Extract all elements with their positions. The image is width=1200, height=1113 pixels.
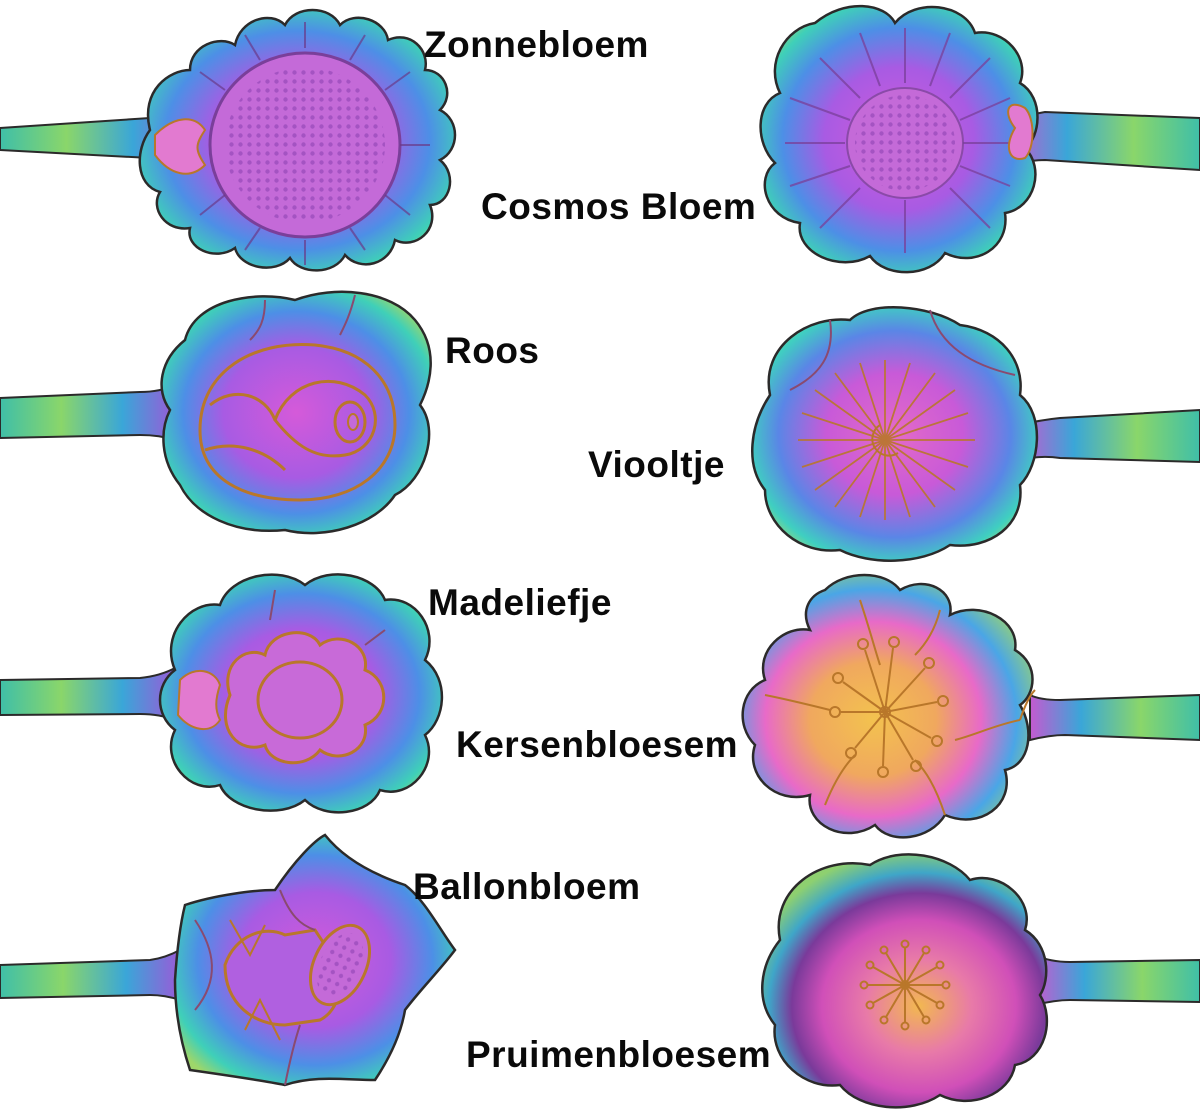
label-ballonbloem: Ballonbloem (413, 866, 641, 907)
label-pruimenbloesem: Pruimenbloesem (466, 1034, 772, 1075)
label-madeliefje: Madeliefje (428, 582, 612, 623)
label-viooltje: Viooltje (588, 444, 725, 485)
spoon-madeliefje (0, 573, 444, 814)
label-kersenbloesem: Kersenbloesem (456, 724, 739, 765)
spoon-zonnebloem (0, 8, 457, 272)
spoon-pruimenbloesem (761, 853, 1200, 1109)
spoon-kersenbloesem (741, 573, 1200, 839)
spoon-viooltje (751, 306, 1200, 562)
spoon-roos (0, 290, 432, 535)
spoon-ballonbloem (0, 833, 457, 1087)
label-cosmos-bloem: Cosmos Bloem (481, 186, 757, 227)
spoon-cosmos (759, 4, 1200, 274)
label-zonnebloem: Zonnebloem (424, 24, 649, 65)
label-roos: Roos (445, 330, 540, 371)
